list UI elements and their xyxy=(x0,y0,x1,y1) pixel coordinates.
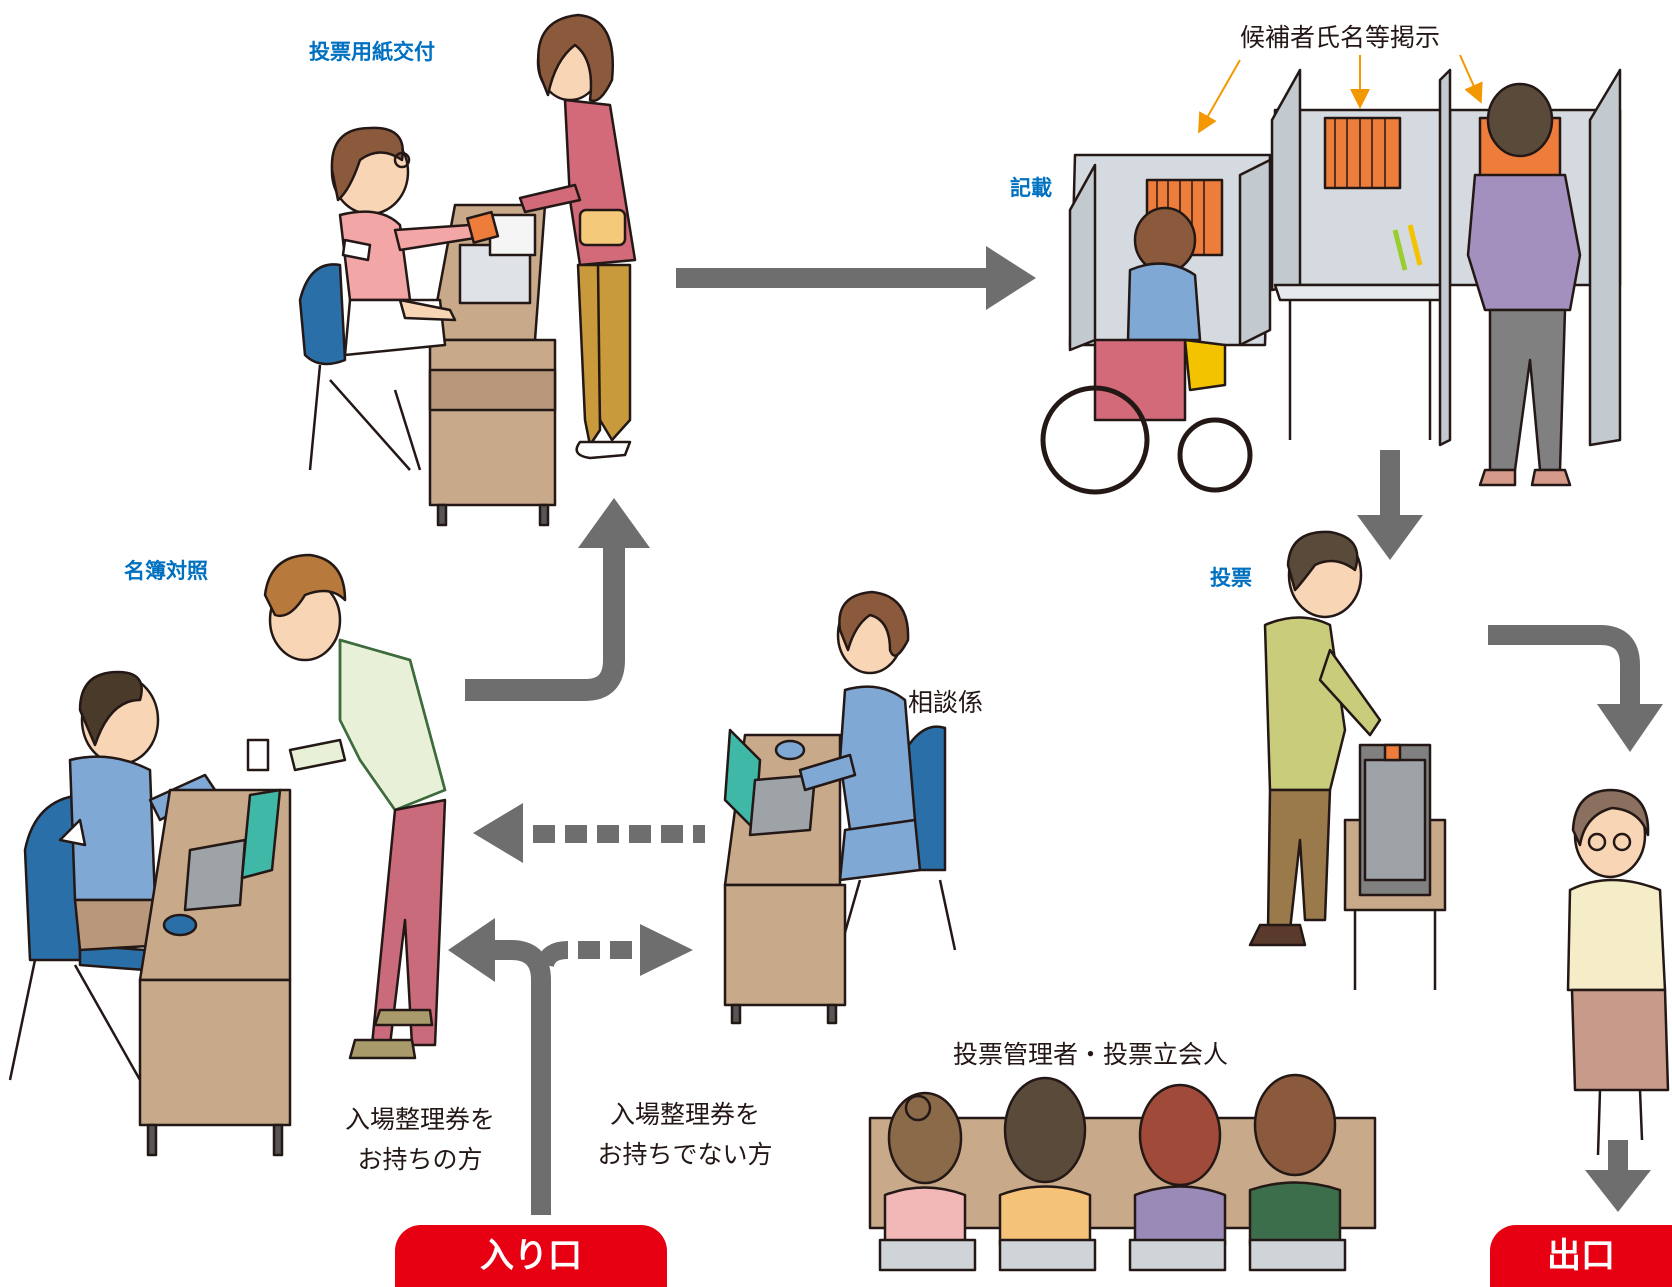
ballot-voter-man xyxy=(1248,530,1382,947)
entrance-branch-dashed-arrow xyxy=(536,924,693,976)
roster-to-ballot-arrow xyxy=(465,498,650,701)
voting-to-exit-arrow xyxy=(1488,625,1663,752)
consultant-woman xyxy=(798,590,922,882)
consultant-label: 相談係 xyxy=(908,688,984,717)
laptop-icon xyxy=(723,728,817,837)
officials-label: 投票管理者・投票立会人 xyxy=(953,1040,1229,1069)
consultant-to-roster-dashed-arrow xyxy=(473,803,705,863)
exit-button[interactable]: 出口 xyxy=(1490,1225,1672,1287)
consultant-scene xyxy=(723,590,957,1025)
ballot-to-writing-arrow xyxy=(676,246,1036,310)
roster-voter xyxy=(246,553,447,1060)
ballot-desk xyxy=(428,203,557,527)
writing-booths xyxy=(1040,54,1622,495)
wheelchair-voter xyxy=(1040,206,1253,495)
roster-desk xyxy=(138,788,292,1157)
candidate-display-pointers xyxy=(1198,54,1483,134)
laptop-icon xyxy=(183,788,282,912)
to-exit-arrow xyxy=(1585,1140,1651,1212)
exit-woman xyxy=(1566,788,1670,1156)
consultant-desk xyxy=(723,728,847,1025)
voting-label: 投票 xyxy=(1210,566,1252,590)
official-1 xyxy=(883,1091,967,1247)
writing-label: 記載 xyxy=(1010,176,1052,200)
with-ticket-label: 入場整理券を お持ちの方 xyxy=(325,1100,515,1180)
clerk-chair xyxy=(298,263,422,471)
officials-scene xyxy=(868,1073,1377,1272)
booth-voter xyxy=(1466,82,1582,487)
writing-to-voting-arrow xyxy=(1357,450,1423,560)
without-ticket-label: 入場整理券を お持ちでない方 xyxy=(570,1095,800,1175)
roster-clerk xyxy=(58,670,217,952)
clerk-woman xyxy=(330,126,500,357)
without-ticket-line1: 入場整理券を xyxy=(609,1100,760,1129)
flow-arrows xyxy=(448,246,1663,1215)
official-4 xyxy=(1248,1073,1342,1247)
ballot-issue-label: 投票用紙交付 xyxy=(309,40,435,64)
roster-check-label: 名簿対照 xyxy=(124,559,208,583)
ballot-issue-scene xyxy=(298,13,637,527)
roster-scene xyxy=(8,553,447,1157)
voting-scene xyxy=(1248,530,1447,990)
official-3 xyxy=(1133,1083,1227,1247)
without-ticket-line2: お持ちでない方 xyxy=(597,1140,773,1169)
with-ticket-line2: お持ちの方 xyxy=(357,1145,483,1174)
official-chairs xyxy=(878,1238,1347,1272)
candidate-display-label: 候補者氏名等掲示 xyxy=(1240,23,1441,52)
voter-woman xyxy=(518,13,637,460)
official-2 xyxy=(998,1076,1092,1247)
entrance-button[interactable]: 入り口 xyxy=(395,1225,667,1287)
booth-middle xyxy=(1270,68,1447,440)
with-ticket-line1: 入場整理券を xyxy=(344,1105,495,1134)
entrance-arrow xyxy=(448,918,551,1215)
ballot-box-stand xyxy=(1343,743,1447,990)
